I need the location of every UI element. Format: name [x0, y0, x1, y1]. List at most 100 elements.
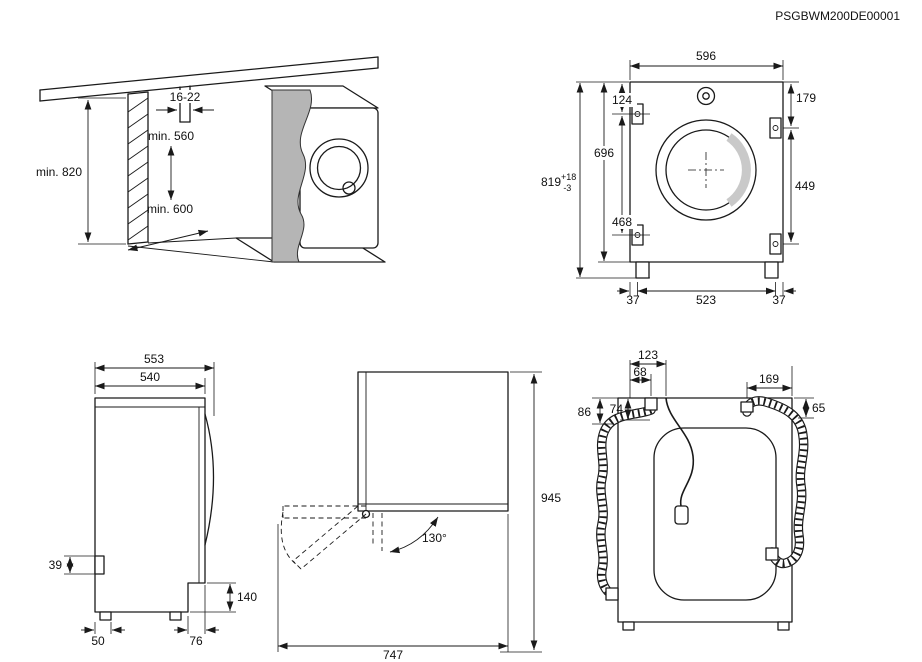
dim-bottom-rear-50: 50 [81, 622, 125, 648]
dim-label-596: 596 [696, 49, 716, 63]
dim-right-65: 65 [794, 397, 826, 419]
rear-recess-panel [653, 427, 777, 601]
rear-view: 123 68 169 86 74 65 [578, 348, 826, 631]
inlet-hose-right [740, 396, 809, 569]
top-knob-dot-icon [702, 92, 710, 100]
foot-rear [99, 611, 112, 621]
dim-label-76: 76 [189, 634, 203, 648]
foot-right [777, 621, 790, 631]
dim-plinth-height-140: 140 [190, 582, 257, 613]
dim-height-min: min. 820 [36, 97, 126, 245]
door-glass-shading [726, 133, 751, 207]
hose-fitting [644, 397, 658, 411]
dim-top-169: 169 [746, 366, 793, 398]
hose-end-fitting [605, 587, 619, 601]
machine-front-outline [629, 81, 784, 263]
dim-label-945: 945 [541, 491, 561, 505]
front-view: 596 819+18-3 696 124 468 [541, 49, 816, 307]
hose-fitting [740, 401, 754, 413]
dim-label-696: 696 [594, 146, 614, 160]
dim-total-height-819: 819+18-3 [541, 81, 650, 279]
machine-body-outline [357, 371, 509, 512]
dim-left-top-124: 124 [607, 84, 650, 115]
dim-width-596: 596 [629, 49, 784, 80]
dim-top-123: 123 [629, 348, 667, 398]
dim-label-39: 39 [49, 558, 63, 572]
door-handle-icon [342, 181, 356, 195]
dim-label-140: 140 [237, 590, 257, 604]
dim-top-68: 68 [630, 365, 652, 396]
dim-label-68: 68 [633, 365, 647, 379]
door-swing-view: 130° 945 747 [277, 371, 561, 662]
foot-left [622, 621, 635, 631]
dim-819-tol-plus: +18 [561, 172, 576, 182]
foot-front [169, 611, 182, 621]
dim-left-74: 74 [610, 399, 650, 421]
dim-label-123: 123 [638, 348, 658, 362]
door-open-positions [280, 505, 383, 570]
countertop [39, 56, 379, 102]
dim-label-50: 50 [91, 634, 105, 648]
dim-label-min-820: min. 820 [36, 165, 82, 179]
dim-panel-thickness: 16-22 [156, 85, 214, 123]
dim-819-tol-minus: -3 [563, 183, 571, 193]
dim-open-angle: 130° [389, 516, 447, 554]
door-glass-icon [316, 145, 362, 191]
dim-bottom-row: 37 523 37 [617, 282, 796, 307]
power-cord [665, 397, 695, 507]
dim-label-74: 74 [610, 402, 624, 416]
hatching [127, 97, 149, 241]
dim-depth-553: 553 [94, 352, 215, 416]
dim-label-37-left: 37 [626, 293, 640, 307]
dim-rear-39: 39 [49, 555, 95, 575]
dim-height-945: 945 [500, 371, 561, 653]
dim-body-height-696: 696 [589, 83, 630, 263]
hose-end-fitting [765, 547, 779, 561]
installation-view: min. 820 16-22 min. 560 min. 600 [36, 56, 386, 263]
dim-depth-540: 540 [95, 370, 206, 394]
dim-label-523: 523 [696, 293, 716, 307]
document-code: PSGBWM200DE00001 [775, 9, 900, 23]
washing-machine-perspective [264, 85, 379, 263]
rear-bracket [94, 555, 105, 575]
dim-label-747: 747 [383, 648, 403, 662]
dim-label-min-600: min. 600 [147, 202, 193, 216]
dim-depth-min: min. 560 [148, 129, 194, 200]
dim-label-37-right: 37 [772, 293, 786, 307]
dim-label-819: 819+18-3 [541, 172, 576, 193]
dim-label-179: 179 [796, 91, 816, 105]
dim-819-value: 819 [541, 175, 561, 189]
door-bulge [204, 413, 215, 546]
dim-right-top-179: 179 [783, 81, 816, 129]
dim-label-124: 124 [612, 93, 632, 107]
cabinet-wall [127, 91, 149, 245]
object-line [127, 241, 149, 245]
dim-label-16-22: 16-22 [170, 90, 201, 104]
dim-label-min-560: min. 560 [148, 129, 194, 143]
dim-label-86: 86 [578, 405, 592, 419]
dim-label-468: 468 [612, 215, 632, 229]
furniture-panel-cutaway [271, 89, 313, 263]
dim-left-86: 86 [578, 397, 618, 425]
door-ring-icon [309, 138, 369, 198]
top-knob-icon [696, 86, 716, 106]
dim-plinth-depth-76: 76 [174, 585, 219, 648]
dim-label-553: 553 [144, 352, 164, 366]
side-view: 553 540 39 140 50 [49, 352, 258, 648]
dim-depth-open-747: 747 [277, 514, 509, 662]
dim-label-449: 449 [795, 179, 815, 193]
dim-label-130deg: 130° [422, 531, 447, 545]
drain-hose-left [596, 397, 658, 601]
foot-left [635, 261, 650, 279]
dim-label-169: 169 [759, 372, 779, 386]
door-outer-ring [655, 119, 757, 221]
object-line [39, 56, 379, 91]
dim-left-span-468: 468 [607, 116, 650, 236]
dim-label-540: 540 [140, 370, 160, 384]
machine-side-outline [94, 397, 206, 613]
dim-right-span-449: 449 [783, 130, 815, 245]
power-plug-icon [674, 505, 689, 525]
object-line [39, 67, 379, 102]
object-line [127, 91, 149, 95]
